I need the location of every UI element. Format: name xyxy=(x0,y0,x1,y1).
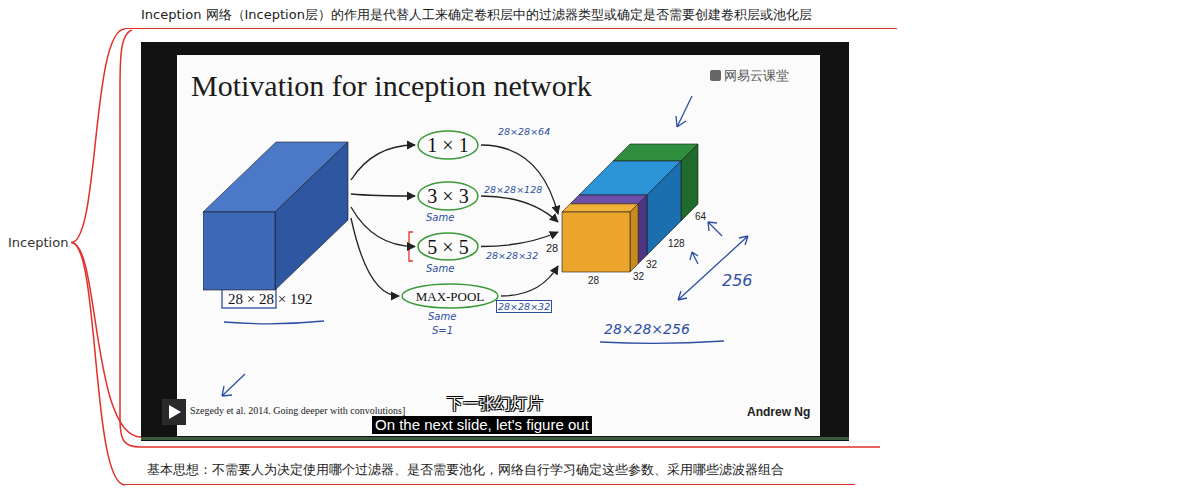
node-text: Motivation for inception network xyxy=(191,69,592,103)
ellipse-outline xyxy=(402,284,498,308)
handwritten-arrow xyxy=(222,374,245,396)
dimension-label: 32 xyxy=(646,259,657,270)
handwritten-arrow xyxy=(690,252,698,264)
cube-face xyxy=(562,212,630,272)
handwritten-underline xyxy=(600,341,724,343)
handwritten-note: 28×28×256 xyxy=(604,321,690,337)
play-button xyxy=(162,399,186,425)
filter-ellipse: 3 × 3 xyxy=(417,181,479,211)
mindmap-branch xyxy=(71,29,125,243)
node-text: Inception 网络（Inception层）的作用是代替人工来确定卷积层中的… xyxy=(141,6,889,23)
progress-bar xyxy=(141,437,849,440)
ellipse-outline xyxy=(418,233,478,260)
node-text: 28 × 28 × 192 xyxy=(228,290,312,308)
dimension-label: 32 xyxy=(633,271,644,282)
flow-arrow xyxy=(351,207,415,247)
dimension-label: 64 xyxy=(695,211,706,222)
root-topic: Inception xyxy=(5,233,71,252)
slide-background xyxy=(177,55,820,436)
filter-label: 3 × 3 xyxy=(427,185,468,207)
flow-arrow xyxy=(501,266,558,296)
cube-face xyxy=(638,195,647,264)
subtitle: On the next slide, let's figure out xyxy=(372,416,592,434)
output-volume: 28 xyxy=(560,140,702,276)
handwritten-note: Same xyxy=(426,263,454,275)
filter-ellipse: 1 × 1 xyxy=(417,130,479,160)
filter-ellipse: 5 × 5 xyxy=(417,232,479,261)
ellipse-outline xyxy=(418,131,478,159)
mindmap-branch xyxy=(71,243,141,438)
input-volume: 28 × 28 × 192 xyxy=(203,140,349,310)
volume-shape xyxy=(560,140,702,276)
cube-face xyxy=(630,204,638,272)
logo-icon xyxy=(710,70,721,81)
handwritten-note: Same xyxy=(426,212,454,224)
cube-face xyxy=(681,144,698,221)
pool-ellipse: MAX-POOL xyxy=(401,283,499,309)
dimension-label: 28 xyxy=(588,275,599,286)
author-name: Andrew Ng xyxy=(747,405,810,419)
node-text: 基本思想：不需要人为决定使用哪个过滤器、是否需要池化，网络自行学习确定这些参数、… xyxy=(147,461,847,478)
cube-face xyxy=(203,212,275,290)
cube-face xyxy=(562,204,638,212)
filter-label: MAX-POOL xyxy=(416,289,485,304)
cube-face xyxy=(570,195,647,204)
flow-arrow xyxy=(351,145,415,180)
mindmap-branch xyxy=(71,243,125,486)
play-icon xyxy=(169,405,181,419)
flow-arrow xyxy=(351,194,415,196)
dimension-note: 28×28×64 xyxy=(497,126,551,137)
node-text: Inception xyxy=(8,234,68,251)
flow-arrow xyxy=(481,196,558,222)
video-screenshot: Motivation for inception network 28 × 28 … xyxy=(141,42,849,441)
volume-shape xyxy=(203,140,349,310)
group-bracket xyxy=(120,30,880,447)
ellipse-outline xyxy=(418,182,478,210)
handwritten-arrow xyxy=(708,222,722,236)
flow-arrow xyxy=(481,145,558,214)
cube-face xyxy=(275,142,348,290)
filter-label: 5 × 5 xyxy=(427,236,468,258)
node-text: 28 xyxy=(546,242,558,255)
dimension-label: 128 xyxy=(668,238,685,249)
handwritten-note: Same xyxy=(428,311,456,323)
branch-note: Inception 网络（Inception层）的作用是代替人工来确定卷积层中的… xyxy=(125,6,897,29)
subtitle: 下一张幻灯片 xyxy=(447,394,543,413)
branch-note: 基本思想：不需要人为决定使用哪个过滤器、是否需要池化，网络自行学习确定这些参数、… xyxy=(125,461,855,485)
dimension-note: 28×28×32 xyxy=(496,300,552,313)
video-frame xyxy=(141,42,849,441)
handwritten-note: S=1 xyxy=(432,325,453,337)
handwritten-note: 256 xyxy=(722,272,753,290)
dimension-note: 28×28×32 xyxy=(485,250,539,261)
handwritten-underline xyxy=(224,321,324,324)
dimension-note: 28×28×128 xyxy=(483,184,543,195)
flow-arrow xyxy=(351,218,399,296)
handwritten-double-arrow xyxy=(678,236,748,300)
logo-text: 网易云课堂 xyxy=(724,68,789,83)
filter-label: 1 × 1 xyxy=(427,134,468,156)
handwritten-arrow xyxy=(676,96,692,127)
